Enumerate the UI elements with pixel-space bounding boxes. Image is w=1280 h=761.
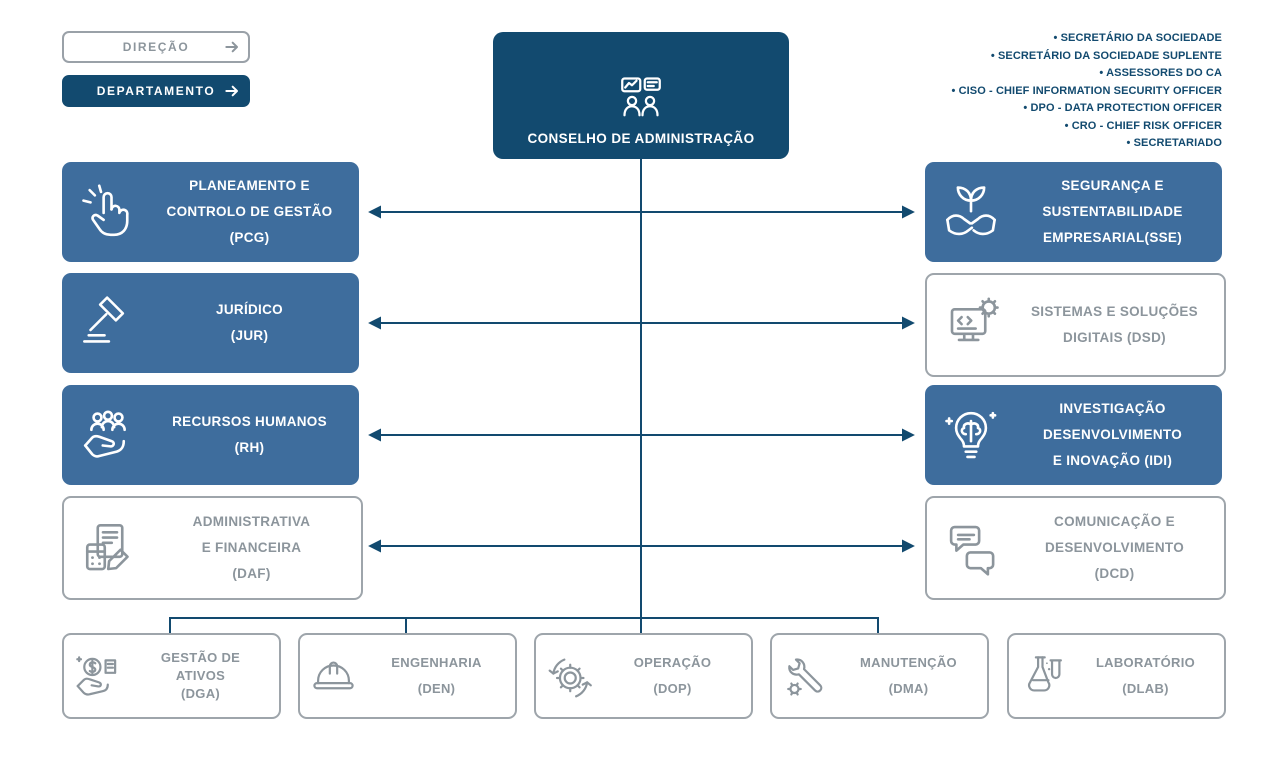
node-dsd: SISTEMAS E SOLUÇÕES DIGITAIS (DSD) (925, 273, 1226, 377)
people-chat-icon (617, 74, 665, 122)
node-sse: SEGURANÇA E SUSTENTABILIDADE EMPRESARIAL… (925, 162, 1222, 262)
node-dcd: COMUNICAÇÃO E DESENVOLVIMENTO (DCD) (925, 496, 1226, 600)
calculator-pen-icon (64, 520, 156, 576)
label-line: ADMINISTRATIVA (192, 514, 311, 529)
node-dlab: LABORATÓRIO (DLAB) (1007, 633, 1226, 719)
label-line: ENGENHARIA (391, 655, 482, 670)
label-line: JURÍDICO (216, 302, 283, 317)
label-line: EMPRESARIAL(SSE) (1042, 230, 1183, 245)
legend-departamento-button[interactable]: DEPARTAMENTO (62, 75, 250, 107)
node-den: ENGENHARIA (DEN) (298, 633, 517, 719)
node-rh: RECURSOS HUMANOS (RH) (62, 385, 359, 485)
label-line: (DAF) (232, 566, 271, 581)
node-dcd-label: COMUNICAÇÃO E DESENVOLVIMENTO (DCD) (1019, 509, 1224, 587)
node-dlab-label: LABORATÓRIO (DLAB) (1075, 650, 1224, 702)
label-line: INVESTIGAÇÃO (1059, 401, 1166, 416)
board-role: • CRO - CHIEF RISK OFFICER (1064, 119, 1222, 132)
lab-flask-icon (1009, 653, 1075, 700)
node-dga-label: GESTÃO DE ATIVOS (DGA) (130, 649, 279, 703)
node-jur-label: JURÍDICO (JUR) (154, 297, 359, 349)
label-line: E FINANCEIRA (201, 540, 302, 555)
legend-departamento-label: DEPARTAMENTO (96, 84, 216, 98)
node-den-label: ENGENHARIA (DEN) (366, 650, 515, 702)
label-line: OPERAÇÃO (633, 655, 712, 670)
node-dma: MANUTENÇÃO (DMA) (770, 633, 989, 719)
label-line: (RH) (234, 440, 265, 455)
gear-sync-icon (536, 653, 602, 700)
gavel-icon (62, 295, 154, 351)
label-line: ATIVOS (175, 668, 226, 683)
legend-direcao-label: DIREÇÃO (122, 40, 190, 54)
label-line: (DLAB) (1122, 681, 1169, 696)
chat-bubbles-icon (927, 520, 1019, 576)
label-line: SISTEMAS E SOLUÇÕES (1031, 304, 1198, 319)
node-idi: INVESTIGAÇÃO DESENVOLVIMENTO E INOVAÇÃO … (925, 385, 1222, 485)
label-line: DESENVOLVIMENTO (1042, 427, 1183, 442)
label-line: CONTROLO DE GESTÃO (166, 204, 333, 219)
label-line: SEGURANÇA E (1061, 178, 1164, 193)
hard-hat-icon (300, 653, 366, 700)
board-role: • SECRETÁRIO DA SOCIEDADE (1053, 32, 1222, 44)
node-dga: GESTÃO DE ATIVOS (DGA) (62, 633, 281, 719)
label-line: DIGITAIS (DSD) (1063, 330, 1166, 345)
board-role: • DPO - DATA PROTECTION OFFICER (1023, 102, 1222, 114)
node-dsd-label: SISTEMAS E SOLUÇÕES DIGITAIS (DSD) (1019, 299, 1224, 351)
label-line: (JUR) (230, 328, 269, 343)
label-line: (DOP) (653, 681, 692, 696)
board-role: • SECRETÁRIO DA SOCIEDADE SUPLENTE (990, 49, 1222, 62)
label-line: LABORATÓRIO (1095, 655, 1196, 670)
node-pcg-label: PLANEAMENTO E CONTROLO DE GESTÃO (PCG) (154, 173, 359, 251)
arrow-right-icon (224, 39, 240, 55)
node-daf-label: ADMINISTRATIVA E FINANCEIRA (DAF) (156, 509, 361, 587)
label-line: (DGA) (180, 686, 221, 701)
node-rh-label: RECURSOS HUMANOS (RH) (154, 409, 359, 461)
people-hand-icon (62, 407, 154, 463)
label-line: PLANEAMENTO E (189, 178, 310, 193)
arrow-right-icon (224, 83, 240, 99)
legend-direcao-button[interactable]: DIREÇÃO (62, 31, 250, 63)
node-sse-label: SEGURANÇA E SUSTENTABILIDADE EMPRESARIAL… (1017, 173, 1222, 251)
board-role: • ASSESSORES DO CA (1099, 67, 1222, 79)
board-role: • SECRETARIADO (1126, 137, 1222, 149)
hands-plant-icon (925, 184, 1017, 240)
node-idi-label: INVESTIGAÇÃO DESENVOLVIMENTO E INOVAÇÃO … (1017, 396, 1222, 474)
board-roles-list: • SECRETÁRIO DA SOCIEDADE • SECRETÁRIO D… (951, 30, 1222, 153)
wrench-gear-icon (772, 653, 838, 700)
label-line: SUSTENTABILIDADE (1042, 204, 1183, 219)
node-daf: ADMINISTRATIVA E FINANCEIRA (DAF) (62, 496, 363, 600)
label-line: (DMA) (888, 681, 929, 696)
brain-bulb-icon (925, 407, 1017, 463)
node-pcg: PLANEAMENTO E CONTROLO DE GESTÃO (PCG) (62, 162, 359, 262)
node-jur: JURÍDICO (JUR) (62, 273, 359, 373)
label-line: RECURSOS HUMANOS (172, 414, 327, 429)
hand-money-icon (64, 653, 130, 700)
label-line: COMUNICAÇÃO E (1054, 514, 1175, 529)
label-line: E INOVAÇÃO (IDI) (1052, 453, 1173, 468)
label-line: DESENVOLVIMENTO (1044, 540, 1185, 555)
node-conselho-administracao: CONSELHO DE ADMINISTRAÇÃO (493, 32, 789, 159)
hand-click-icon (62, 184, 154, 240)
board-role: • CISO - CHIEF INFORMATION SECURITY OFFI… (951, 84, 1222, 97)
label-line: GESTÃO DE (160, 650, 241, 665)
label-line: (DCD) (1094, 566, 1135, 581)
node-dma-label: MANUTENÇÃO (DMA) (838, 650, 987, 702)
label-line: (PCG) (229, 230, 270, 245)
label-line: MANUTENÇÃO (860, 655, 957, 670)
node-dop: OPERAÇÃO (DOP) (534, 633, 753, 719)
label-line: (DEN) (417, 681, 456, 696)
monitor-code-gear-icon (927, 297, 1019, 353)
node-dop-label: OPERAÇÃO (DOP) (602, 650, 751, 702)
board-title: CONSELHO DE ADMINISTRAÇÃO (527, 131, 755, 146)
